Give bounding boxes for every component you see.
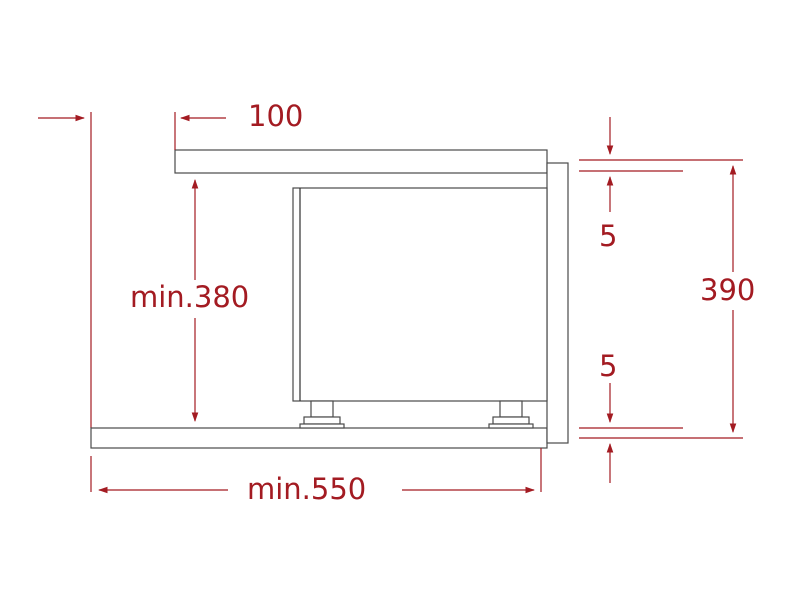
bottom-shelf: [90, 427, 548, 449]
appliance-body: [292, 187, 548, 402]
label-gap-bottom: 5: [599, 349, 617, 383]
appliance-foot-right: [488, 400, 534, 429]
label-gap-top: 5: [599, 219, 617, 253]
appliance-foot-left: [299, 400, 345, 429]
label-top-gap: 100: [248, 99, 303, 133]
front-frame: [546, 162, 569, 444]
label-cabinet-depth: min.550: [247, 472, 366, 506]
top-shelf: [174, 149, 548, 174]
label-cabinet-height: min.380: [130, 280, 249, 314]
label-appliance-height: 390: [700, 273, 755, 307]
